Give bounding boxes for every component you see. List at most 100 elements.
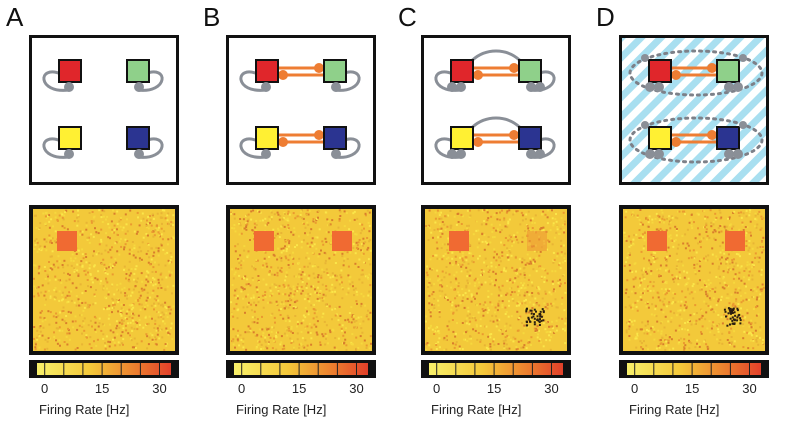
heat-speck [522, 346, 525, 349]
heat-speck [262, 332, 265, 335]
heat-speck [253, 301, 256, 304]
heat-speck [361, 223, 364, 226]
heat-speck [126, 310, 129, 313]
heat-speck [744, 316, 747, 319]
heat-speck [433, 283, 436, 286]
heat-speck [335, 279, 338, 282]
heat-speck [234, 245, 237, 248]
heat-speck [459, 256, 462, 259]
heat-speck [138, 303, 141, 306]
heat-speck [500, 241, 502, 244]
heat-speck [94, 302, 97, 305]
heat-speck [298, 287, 301, 290]
heat-speck [56, 260, 59, 263]
heat-speck [117, 310, 120, 313]
heat-speck [298, 276, 301, 279]
heat-speck [117, 299, 120, 301]
heat-speck [501, 255, 504, 257]
heat-speck [102, 258, 105, 261]
heat-speck [67, 329, 70, 332]
heat-speck [234, 346, 236, 349]
heat-speck [633, 319, 636, 322]
heat-speck [439, 223, 441, 226]
heat-speck [257, 301, 260, 304]
heat-speck [468, 323, 471, 326]
heat-speck [267, 221, 270, 224]
heat-speck [430, 348, 433, 351]
heat-speck [755, 306, 757, 309]
heat-speck [474, 282, 477, 285]
heat-speck [49, 241, 51, 244]
heat-speck [298, 343, 301, 346]
heat-speck [480, 269, 483, 272]
heat-speck [40, 249, 43, 252]
heat-speck [80, 260, 83, 263]
heat-speck [155, 299, 158, 302]
heat-speck [140, 250, 143, 253]
heat-speck [286, 329, 289, 332]
heat-speck [521, 240, 524, 243]
heat-speck [277, 266, 280, 269]
heat-speck [77, 209, 79, 212]
heat-speck [132, 306, 135, 309]
heat-speck [98, 209, 101, 212]
heat-speck [110, 220, 113, 223]
heat-speck [672, 297, 675, 300]
heat-speck [657, 229, 660, 232]
heat-speck [270, 218, 273, 221]
heat-speck [761, 342, 764, 345]
heat-speck [554, 270, 557, 273]
heat-speck [288, 294, 291, 297]
heat-speck [131, 330, 134, 332]
heat-speck [354, 287, 357, 290]
heat-speck [236, 297, 239, 300]
heat-speck [439, 230, 441, 232]
heat-speck [554, 330, 557, 333]
heat-speck [483, 261, 486, 264]
heat-speck [740, 216, 743, 219]
heat-speck [737, 287, 740, 290]
heat-speck [171, 338, 174, 341]
heat-speck [287, 284, 290, 287]
heat-speck [684, 213, 686, 216]
heat-speck [533, 327, 536, 330]
heat-speck [347, 318, 350, 321]
heat-speck [504, 313, 507, 315]
heat-speck [650, 253, 653, 256]
heat-speck [460, 213, 463, 216]
yellow-population [255, 126, 279, 150]
heat-speck [529, 257, 532, 260]
heat-speck [711, 247, 714, 250]
heat-speck [48, 214, 51, 217]
heat-speck [427, 327, 430, 330]
heat-speck [701, 315, 704, 317]
heat-speck [499, 260, 502, 263]
heat-speck [287, 327, 290, 330]
heat-speck [235, 296, 238, 299]
heat-speck [44, 270, 47, 272]
heat-speck [338, 218, 341, 221]
heat-speck [431, 267, 434, 270]
heat-speck [534, 330, 537, 332]
heat-speck [689, 314, 692, 317]
heat-speck [315, 315, 318, 318]
heat-speck [757, 343, 760, 346]
heat-speck [113, 231, 115, 234]
heat-speck [280, 335, 283, 338]
heat-speck [757, 213, 759, 216]
heat-speck [476, 325, 478, 328]
heat-speck [242, 259, 245, 262]
heat-speck [428, 344, 431, 347]
heat-speck [119, 282, 122, 285]
heat-speck [727, 253, 730, 256]
heat-speck [552, 224, 555, 227]
heat-speck [447, 256, 450, 259]
heat-speck [689, 218, 692, 221]
heat-speck [726, 318, 729, 321]
heat-speck [162, 313, 165, 316]
heat-speck [33, 277, 35, 280]
heat-speck [50, 237, 52, 240]
inhibitory-synapse [654, 82, 664, 92]
heat-speck [729, 269, 732, 271]
silent-speck [530, 312, 533, 315]
